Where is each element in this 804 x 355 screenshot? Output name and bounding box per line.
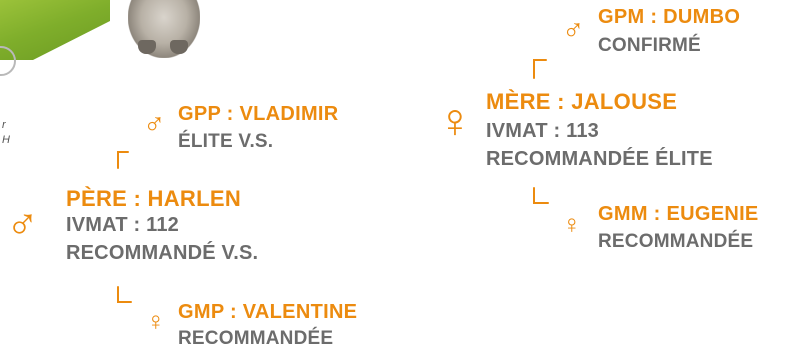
gpp-title: GPP : VLADIMIR [178,103,339,125]
connector-mother-gpm [533,59,547,79]
gpm-grade: CONFIRMÉ [598,35,701,56]
connector-father-gmp [117,286,132,303]
gmm-grade: RECOMMANDÉE [598,231,754,252]
side-text-fragment-1: r [2,119,6,131]
gmp-title: GMP : VALENTINE [178,301,358,323]
gmp-grade: RECOMMANDÉE [178,328,334,349]
gpp-grade: ÉLITE V.S. [178,131,274,152]
father-grade: RECOMMANDÉ V.S. [66,242,259,264]
father-title: PÈRE : HARLEN [66,186,242,211]
mother-grade: RECOMMANDÉE ÉLITE [486,148,713,170]
side-text-fragment-2: H [2,134,10,146]
female-symbol-icon: ♀ [146,306,166,336]
female-symbol-icon: ♀ [562,209,582,239]
connector-mother-gmm [533,187,549,204]
donkey-hoof-right [170,40,188,54]
father-ivmat: IVMAT : 112 [66,214,179,236]
male-symbol-icon: ♂ [562,14,585,47]
mother-ivmat: IVMAT : 113 [486,120,599,142]
male-symbol-icon: ♂ [6,200,39,249]
female-symbol-icon: ♀ [437,95,473,148]
donkey-photo [128,0,200,58]
male-symbol-icon: ♂ [143,108,166,141]
mother-title: MÈRE : JALOUSE [486,89,678,114]
gpm-title: GPM : DUMBO [598,6,741,28]
connector-father-gpp [117,151,129,169]
gmm-title: GMM : EUGENIE [598,203,759,225]
donkey-hoof-left [138,40,156,54]
